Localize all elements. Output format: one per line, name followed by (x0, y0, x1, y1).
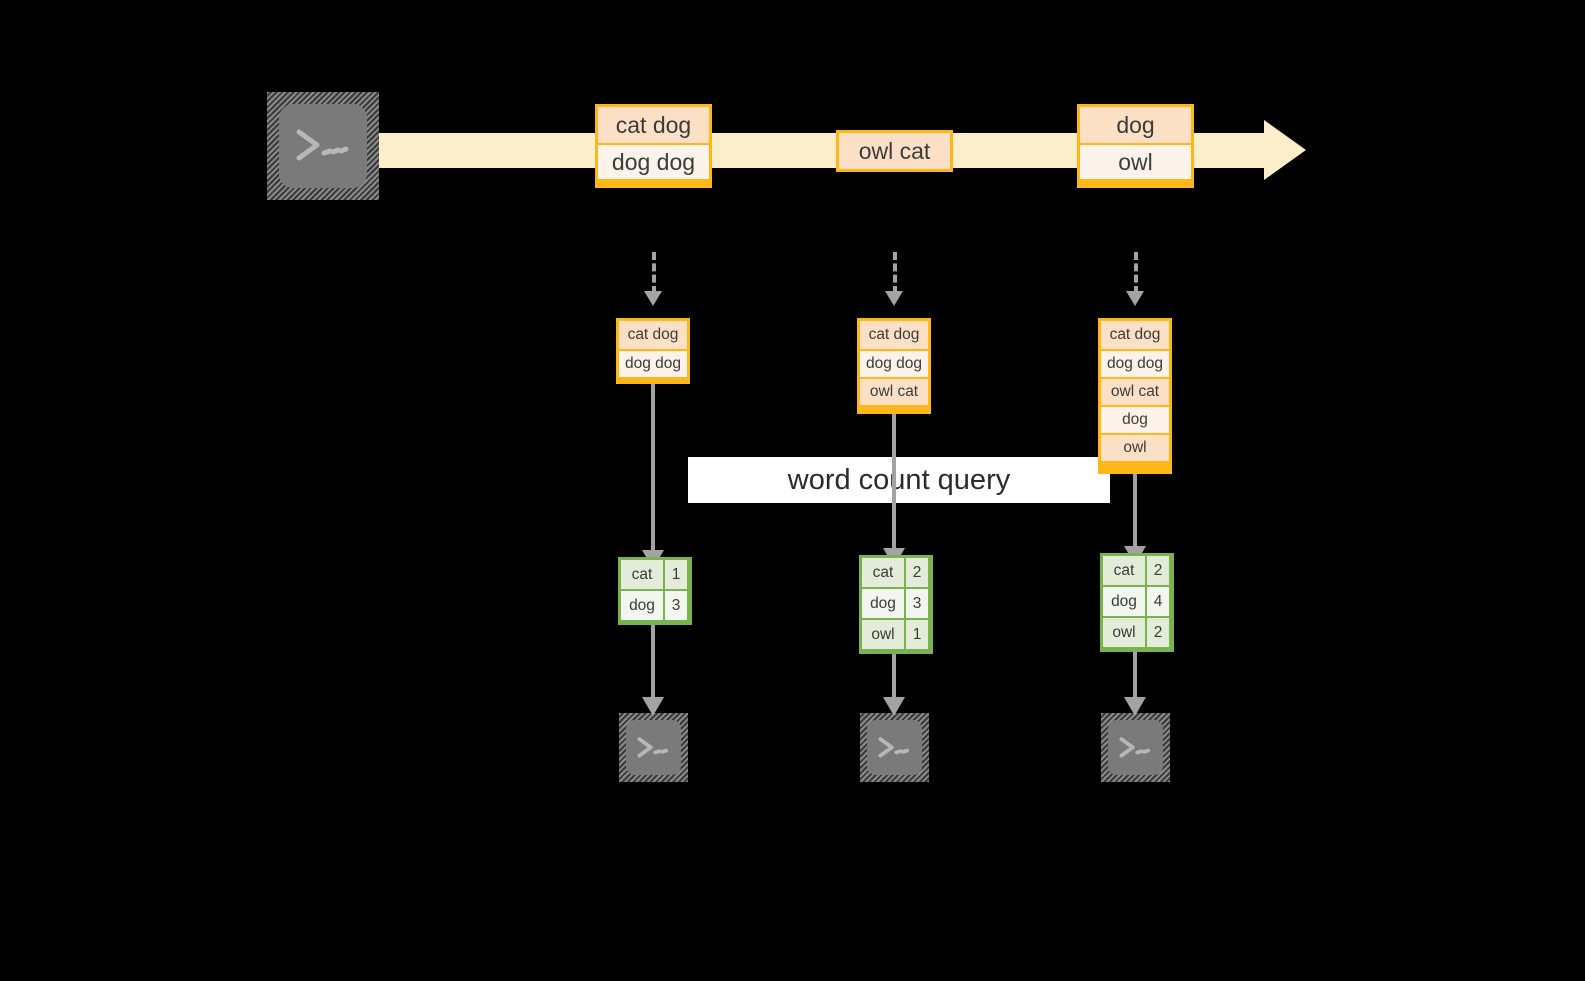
table-row: owl 2 (1103, 616, 1171, 647)
snapshot-2-sink-arrowhead (883, 697, 905, 716)
snapshot-2-result-key-2: owl (862, 620, 904, 649)
stream-batch-2[interactable]: owl cat (836, 130, 953, 172)
snapshot-1-result-value-0: 1 (663, 560, 687, 589)
stream-arrowhead (1264, 120, 1306, 180)
snapshot-3-query-connector (1133, 474, 1137, 554)
snapshot-2-result-key-1: dog (862, 589, 904, 618)
snapshot-2-result-value-1: 3 (904, 589, 928, 618)
snapshot-2-result-key-0: cat (862, 558, 904, 587)
query-banner-label: word count query (787, 463, 1011, 496)
snapshot-1-result-key-1: dog (621, 591, 663, 620)
table-row: dog 4 (1103, 585, 1171, 616)
snapshot-1-input-table[interactable]: cat dog dog dog (616, 318, 690, 384)
source-terminal-icon[interactable] (267, 92, 379, 200)
snapshot-3-input-row-3: dog (1101, 405, 1169, 433)
stream-batch-2-row-0: owl cat (839, 133, 950, 169)
stream-batch-1-row-0: cat dog (598, 107, 709, 143)
snapshot-1-sink-connector (651, 625, 655, 703)
stream-to-snapshot-3-arrowhead (1126, 291, 1144, 306)
terminal-prompt-glyph (1119, 736, 1150, 758)
snapshot-3-sink-connector (1133, 652, 1137, 703)
stream-to-snapshot-1-arrowhead (644, 291, 662, 306)
snapshot-3-input-row-1: dog dog (1101, 349, 1169, 377)
query-banner: word count query (688, 457, 1110, 503)
snapshot-1-sink-arrowhead (642, 697, 664, 716)
snapshot-1-result-key-0: cat (621, 560, 663, 589)
snapshot-3-input-row-4: owl (1101, 433, 1169, 461)
snapshot-1-result-value-1: 3 (663, 591, 687, 620)
terminal-prompt-glyph (878, 736, 909, 758)
snapshot-2-result-value-0: 2 (904, 558, 928, 587)
stream-to-snapshot-2-arrowhead (885, 291, 903, 306)
snapshot-3-input-table[interactable]: cat dog dog dog owl cat dog owl (1098, 318, 1172, 474)
stream-to-snapshot-1-connector (652, 252, 656, 294)
snapshot-3-sink-terminal-icon[interactable] (1101, 713, 1170, 782)
table-row: dog 3 (621, 589, 689, 620)
snapshot-3-result-value-1: 4 (1145, 587, 1169, 616)
snapshot-2-sink-terminal-icon[interactable] (860, 713, 929, 782)
snapshot-2-input-row-1: dog dog (860, 349, 928, 377)
stream-batch-3[interactable]: dog owl (1077, 104, 1194, 188)
snapshot-3-input-row-0: cat dog (1101, 321, 1169, 349)
snapshot-2-result-value-2: 1 (904, 620, 928, 649)
snapshot-1-query-connector (651, 384, 655, 556)
terminal-prompt-glyph (637, 736, 668, 758)
snapshot-1-result-table[interactable]: cat 1 dog 3 (618, 557, 692, 625)
snapshot-3-result-key-0: cat (1103, 556, 1145, 585)
snapshot-2-input-table[interactable]: cat dog dog dog owl cat (857, 318, 931, 414)
snapshot-2-input-row-0: cat dog (860, 321, 928, 349)
snapshot-1-input-row-1: dog dog (619, 349, 687, 377)
stream-batch-3-row-1: owl (1080, 143, 1191, 179)
table-row: owl 1 (862, 618, 930, 649)
snapshot-3-sink-arrowhead (1124, 697, 1146, 716)
snapshot-3-result-key-2: owl (1103, 618, 1145, 647)
snapshot-3-result-value-0: 2 (1145, 556, 1169, 585)
snapshot-1-input-row-0: cat dog (619, 321, 687, 349)
stream-to-snapshot-3-connector (1134, 252, 1138, 294)
snapshot-1-sink-terminal-icon[interactable] (619, 713, 688, 782)
snapshot-2-result-table[interactable]: cat 2 dog 3 owl 1 (859, 555, 933, 654)
snapshot-3-input-row-2: owl cat (1101, 377, 1169, 405)
stream-batch-3-row-0: dog (1080, 107, 1191, 143)
snapshot-3-result-table[interactable]: cat 2 dog 4 owl 2 (1100, 553, 1174, 652)
stream-to-snapshot-2-connector (893, 252, 897, 294)
table-row: dog 3 (862, 587, 930, 618)
stream-batch-1-row-1: dog dog (598, 143, 709, 179)
stream-batch-1[interactable]: cat dog dog dog (595, 104, 712, 188)
table-row: cat 2 (1103, 556, 1171, 585)
table-row: cat 1 (621, 560, 689, 589)
snapshot-3-result-value-2: 2 (1145, 618, 1169, 647)
snapshot-2-input-row-2: owl cat (860, 377, 928, 405)
table-row: cat 2 (862, 558, 930, 587)
terminal-prompt-glyph (296, 129, 349, 161)
snapshot-2-query-connector (892, 414, 896, 554)
snapshot-2-sink-connector (892, 654, 896, 703)
snapshot-3-result-key-1: dog (1103, 587, 1145, 616)
